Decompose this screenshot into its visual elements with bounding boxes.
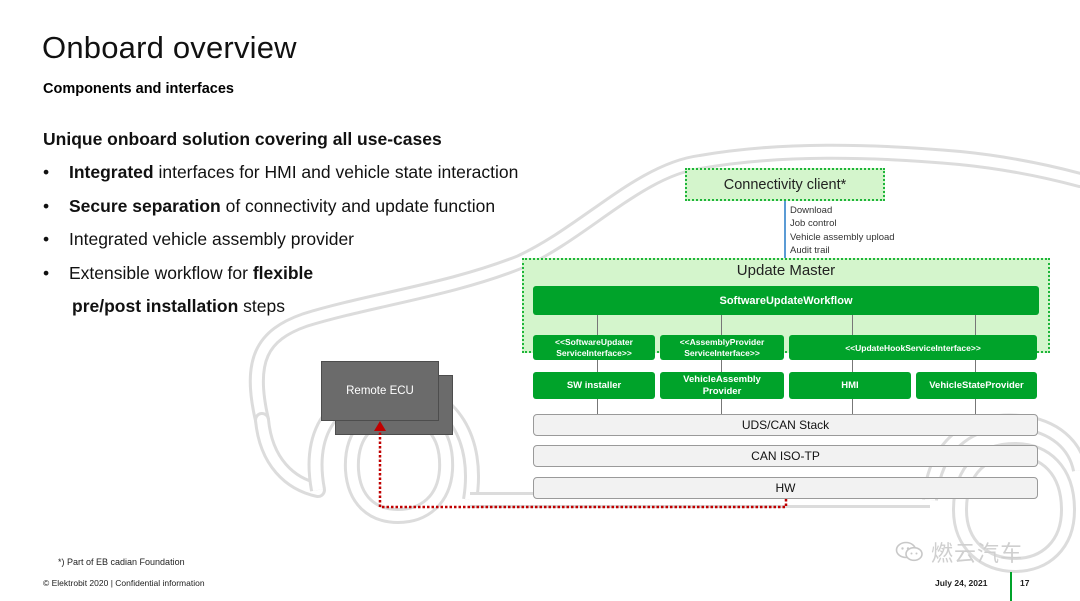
hmi-box: HMI — [789, 372, 911, 399]
connector-line — [597, 314, 598, 414]
footnote: *) Part of EB cadian Foundation — [58, 557, 185, 567]
software-update-workflow-box: SoftwareUpdateWorkflow — [533, 286, 1039, 315]
vehicle-assembly-provider-box: VehicleAssembly Provider — [660, 372, 784, 399]
update-master-label: Update Master — [736, 262, 836, 279]
workflow-label: SoftwareUpdateWorkflow — [719, 294, 853, 307]
bullet-item: Integrated interfaces for HMI and vehicl… — [43, 160, 518, 194]
remote-ecu-box: Remote ECU — [321, 361, 439, 421]
update-hook-interface-box: <<UpdateHookServiceInterface>> — [789, 335, 1037, 360]
watermark-text: 燃云汽车 — [931, 542, 1024, 567]
headline: Unique onboard solution covering all use… — [43, 129, 442, 149]
link-label: Audit trail — [790, 244, 830, 256]
date: July 24, 2021 — [935, 578, 988, 588]
bullet-continuation: pre/post installation steps — [72, 296, 285, 316]
link-label: Job control — [790, 218, 837, 230]
software-updater-interface-box: <<SoftwareUpdater ServiceInterface>> — [533, 335, 655, 360]
can-iso-tp-bar: CAN ISO-TP — [533, 445, 1038, 467]
remote-ecu-label: Remote ECU — [346, 385, 414, 397]
hw-bar: HW — [533, 477, 1038, 499]
bullet-item: Integrated vehicle assembly provider — [43, 227, 518, 261]
page-number: 17 — [1020, 578, 1030, 588]
page-subtitle: Components and interfaces — [43, 81, 234, 97]
assembly-provider-interface-box: <<AssemblyProvider ServiceInterface>> — [660, 335, 784, 360]
connectivity-client-label: Connectivity client* — [723, 176, 847, 193]
copyright: © Elektrobit 2020 | Confidential informa… — [43, 578, 205, 588]
connector-line — [852, 314, 853, 414]
wechat-icon — [895, 541, 923, 562]
connector-line — [975, 314, 976, 414]
bullet-item: Secure separation of connectivity and up… — [43, 194, 518, 228]
page-title: Onboard overview — [42, 30, 297, 65]
connectivity-link-line — [784, 201, 786, 258]
watermark: 燃云汽车 — [895, 536, 1023, 568]
link-label: Download — [790, 205, 833, 216]
connector-line — [721, 314, 722, 414]
link-labels: Download Job control Vehicle assembly up… — [790, 204, 895, 257]
bullet-item: Extensible workflow for flexible — [43, 261, 518, 295]
footer-divider — [1010, 572, 1012, 601]
uds-can-stack-bar: UDS/CAN Stack — [533, 414, 1038, 436]
sw-installer-box: SW installer — [533, 372, 655, 399]
connectivity-client-box: Connectivity client* — [685, 168, 885, 201]
vehicle-state-provider-box: VehicleStateProvider — [916, 372, 1037, 399]
bullet-list: Integrated interfaces for HMI and vehicl… — [43, 160, 518, 328]
link-label: Vehicle assembly upload — [790, 231, 895, 243]
